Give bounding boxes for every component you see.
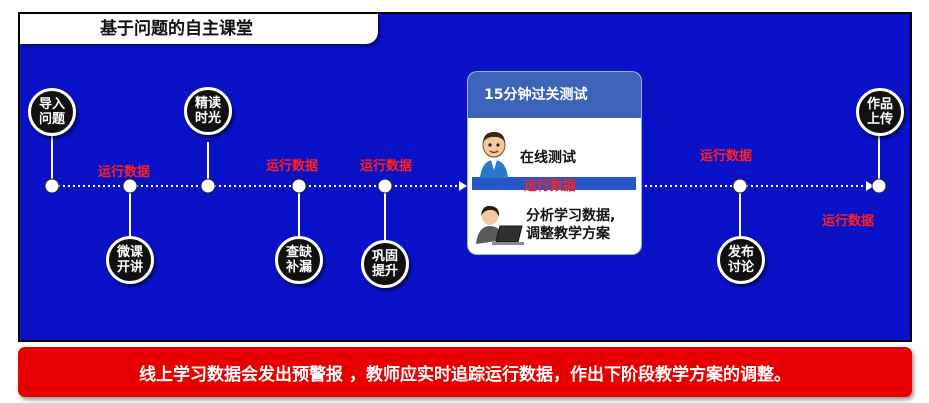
step-upload-node: 作品上传 [856,88,904,136]
run-data-label: 运行数据 [360,159,413,174]
quiz-highlight-bar [472,177,636,190]
online-test-run-data: 运行数据 [524,179,577,194]
flow-dot [200,178,216,194]
run-data-label: 运行数据 [822,214,875,229]
step-check-node: 查缺补漏 [275,236,323,284]
online-test-label: 在线测试 [520,150,576,166]
step-intro-node: 导入问题 [28,88,76,136]
quiz-card: 15分钟过关测试 在线测试 运行数据 分析学习数据, 调整教学方案 [468,72,641,254]
student-icon [480,132,508,178]
page-title: 基于问题的自主课堂 [20,14,378,44]
analyze-data-line1: 分析学习数据, [526,208,616,224]
teacher-laptop-icon [476,205,524,245]
flow-arrow-card [459,181,467,191]
flow-dot [122,178,138,194]
analyze-data-line2: 调整教学方案 [526,226,610,242]
summary-banner-text: 线上学习数据会发出预警报 ，教师应实时追踪运行数据，作出下阶段教学方案的调整。 [139,364,791,385]
step-read-node: 精读时光 [184,87,232,135]
quiz-card-header: 15分钟过关测试 [468,72,641,118]
step-discuss-node: 发布讨论 [717,236,765,284]
summary-banner: 线上学习数据会发出预警报 ，教师应实时追踪运行数据，作出下阶段教学方案的调整。 [18,347,912,397]
flow-dot [44,178,60,194]
flow-arrow-end [866,181,874,191]
step-micro-node: 微课开讲 [106,236,154,284]
flow-dot [732,178,748,194]
step-consolidate-node: 巩固提升 [361,240,409,288]
flow-dot [377,178,393,194]
diagram-panel [18,12,912,342]
flow-dot [291,178,307,194]
flow-dot [871,178,887,194]
run-data-label: 运行数据 [700,149,753,164]
run-data-label: 运行数据 [98,165,151,180]
run-data-label: 运行数据 [266,159,319,174]
